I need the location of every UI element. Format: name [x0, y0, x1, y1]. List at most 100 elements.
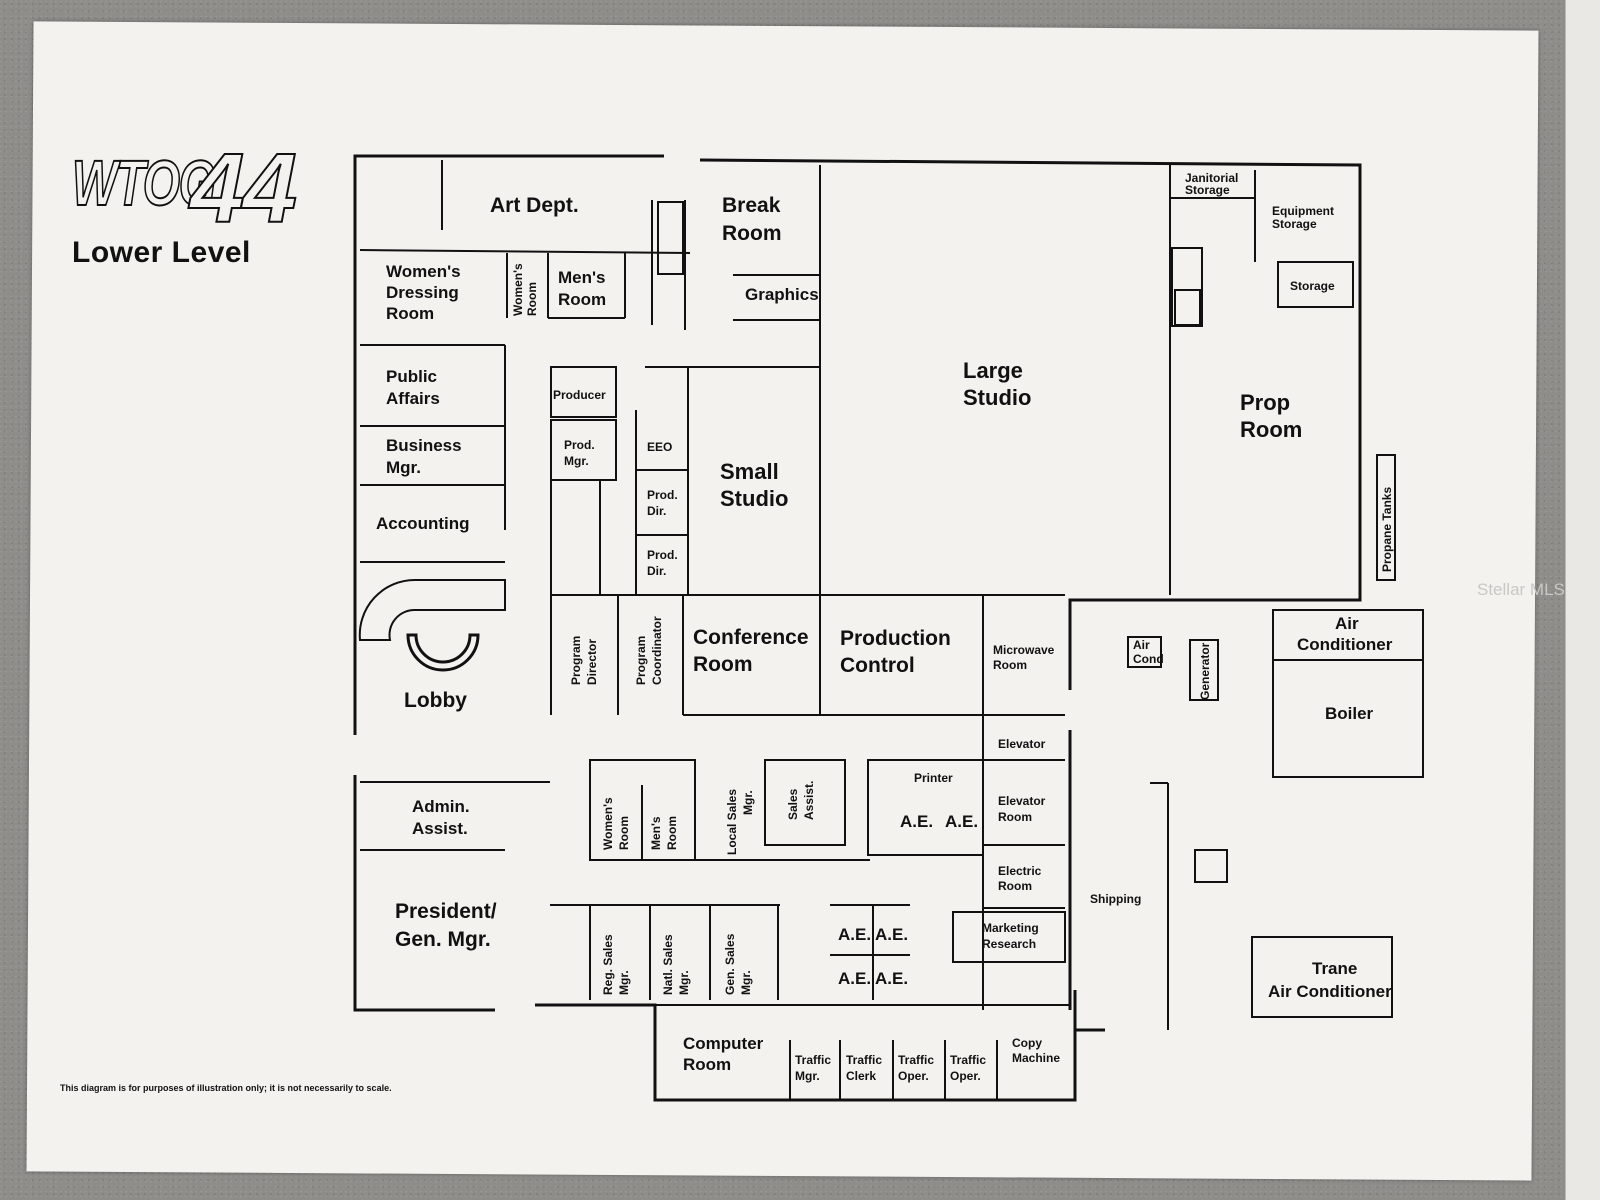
room-small-studio-2: Studio [720, 486, 788, 511]
room-prod-dir-1b: Dir. [647, 504, 666, 518]
room-conference-1: Conference [693, 626, 809, 649]
room-local-sales-mgr-2: Mgr. [741, 790, 755, 815]
room-janitorial-1: Janitorial [1185, 171, 1238, 185]
room-microwave-2: Room [993, 658, 1027, 672]
room-womens-lower-1: Women's [601, 797, 615, 850]
room-traffic-clerk-1: Traffic [846, 1053, 882, 1067]
room-small-studio-1: Small [720, 459, 779, 484]
mls-watermark: Stellar MLS [1477, 580, 1565, 599]
room-break-room-1: Break [722, 194, 781, 217]
room-traffic-mgr-2: Mgr. [795, 1069, 820, 1083]
room-air-cond-1: Air [1133, 638, 1150, 652]
room-mens-top-1: Men's [558, 268, 606, 287]
room-ae-4: A.E. [875, 925, 908, 944]
room-equipment-storage-2: Storage [1272, 217, 1317, 231]
room-trane-1: Trane [1312, 959, 1357, 978]
room-local-sales-mgr-1: Local Sales [725, 789, 739, 855]
room-shipping: Shipping [1090, 892, 1141, 906]
room-womens-lower-2: Room [617, 816, 631, 850]
room-womens-small-2: Room [525, 282, 539, 316]
room-large-studio-1: Large [963, 358, 1023, 383]
room-reg-sales-mgr-2: Mgr. [617, 970, 631, 995]
room-printer: Printer [914, 771, 953, 785]
room-ae-3: A.E. [838, 925, 871, 944]
room-womens-dressing-3: Room [386, 304, 434, 323]
room-break-room-2: Room [722, 222, 782, 245]
room-generator: Generator [1198, 642, 1212, 700]
room-president-2: Gen. Mgr. [395, 928, 491, 951]
room-natl-sales-mgr-1: Natl. Sales [661, 934, 675, 995]
room-prop-room-2: Room [1240, 417, 1302, 442]
room-public-affairs-2: Affairs [386, 389, 440, 408]
room-sales-assist-1: Sales [786, 788, 800, 820]
room-ae-6: A.E. [875, 969, 908, 988]
room-mens-lower: Men's Room [649, 816, 679, 850]
room-program-director-1: Program [569, 636, 583, 685]
room-public-affairs-1: Public [386, 367, 437, 386]
room-sales-assist: Sales Assist. [786, 781, 816, 820]
level-subtitle: Lower Level [72, 236, 251, 269]
room-microwave-1: Microwave [993, 643, 1055, 657]
room-admin-assist-1: Admin. [412, 797, 470, 816]
room-conference-2: Room [693, 653, 753, 676]
room-copy-machine-1: Copy [1012, 1036, 1042, 1050]
room-trane-2: Air Conditioner [1268, 982, 1392, 1001]
room-eeo: EEO [647, 440, 672, 454]
room-gen-sales-mgr-1: Gen. Sales [723, 933, 737, 995]
adjacent-sheet [1565, 0, 1600, 1200]
room-womens-dressing-2: Dressing [386, 283, 459, 302]
room-prod-mgr-1: Prod. [564, 438, 595, 452]
room-program-director: Program Director [569, 636, 599, 685]
room-boiler: Boiler [1325, 704, 1374, 723]
room-gen-sales-mgr: Gen. Sales Mgr. [723, 933, 753, 995]
room-traffic-oper-1b: Oper. [898, 1069, 929, 1083]
room-storage: Storage [1290, 279, 1335, 293]
room-sales-assist-2: Assist. [802, 781, 816, 820]
room-womens-small: Women's Room [511, 263, 539, 316]
room-equipment-storage-1: Equipment [1272, 204, 1334, 218]
room-admin-assist-2: Assist. [412, 819, 468, 838]
room-graphics: Graphics [745, 285, 819, 304]
room-art-dept: Art Dept. [490, 194, 579, 217]
room-traffic-oper-1a: Traffic [898, 1053, 934, 1067]
room-traffic-oper-2a: Traffic [950, 1053, 986, 1067]
room-president-1: President/ [395, 900, 497, 923]
room-prod-dir-1a: Prod. [647, 488, 678, 502]
room-program-director-2: Director [585, 639, 599, 685]
room-mens-lower-1: Men's [649, 816, 663, 850]
logo-letters: WTOG [71, 146, 216, 220]
room-elevator-room-1: Elevator [998, 794, 1046, 808]
room-air-conditioner-2: Conditioner [1297, 635, 1393, 654]
room-copy-machine-2: Machine [1012, 1051, 1060, 1065]
room-gen-sales-mgr-2: Mgr. [739, 970, 753, 995]
room-business-mgr-1: Business [386, 436, 462, 455]
room-ae-5: A.E. [838, 969, 871, 988]
room-computer-1: Computer [683, 1034, 764, 1053]
room-natl-sales-mgr: Natl. Sales Mgr. [661, 934, 691, 995]
room-traffic-oper-2b: Oper. [950, 1069, 981, 1083]
room-production-control-2: Control [840, 654, 915, 677]
room-prop-room-1: Prop [1240, 390, 1290, 415]
room-electric-2: Room [998, 879, 1032, 893]
plan-walls [353, 154, 1424, 1102]
room-production-control-1: Production [840, 627, 951, 650]
room-prod-dir-2b: Dir. [647, 564, 666, 578]
room-local-sales-mgr: Local Sales Mgr. [725, 789, 755, 855]
station-logo: WTOG 44 [71, 132, 298, 244]
room-propane-tanks: Propane Tanks [1380, 487, 1394, 572]
room-elevator: Elevator [998, 737, 1046, 751]
room-accounting: Accounting [376, 514, 470, 533]
room-elevator-room-2: Room [998, 810, 1032, 824]
room-business-mgr-2: Mgr. [386, 458, 421, 477]
room-lobby: Lobby [404, 689, 467, 712]
logo-number: 44 [189, 132, 298, 244]
room-natl-sales-mgr-2: Mgr. [677, 970, 691, 995]
room-large-studio-2: Studio [963, 385, 1031, 410]
scale-disclaimer: This diagram is for purposes of illustra… [60, 1083, 392, 1093]
room-electric-1: Electric [998, 864, 1042, 878]
room-ae-1: A.E. [900, 812, 933, 831]
room-traffic-mgr-1: Traffic [795, 1053, 831, 1067]
room-mens-lower-2: Room [665, 816, 679, 850]
room-womens-dressing-1: Women's [386, 262, 461, 281]
